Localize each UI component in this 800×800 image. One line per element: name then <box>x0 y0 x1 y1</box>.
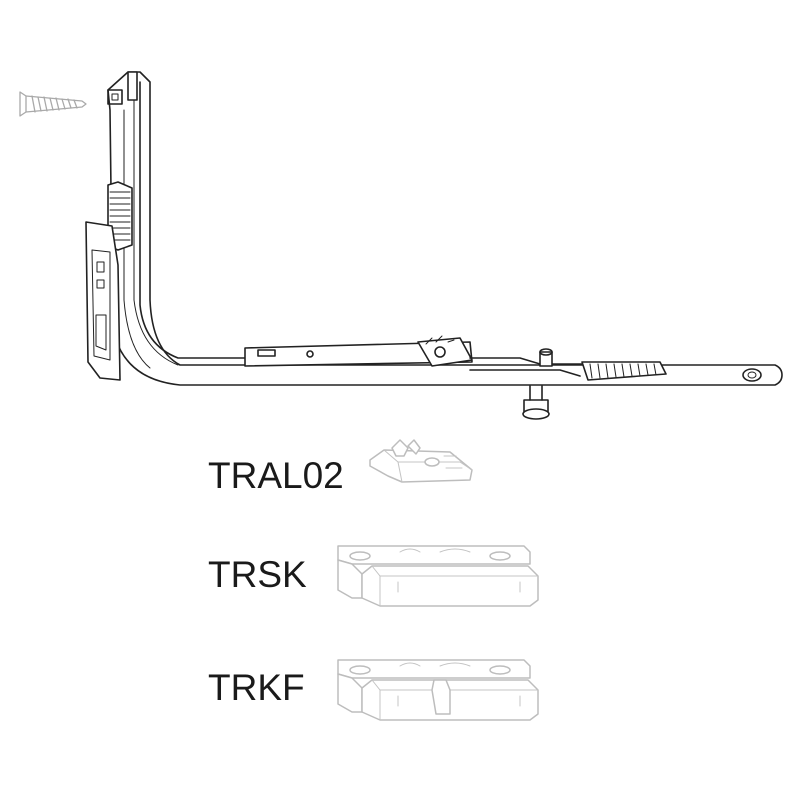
tral02-label: TRAL02 <box>208 455 344 496</box>
screw-icon <box>19 91 87 117</box>
trsk-label: TRSK <box>208 554 307 595</box>
corner-drive-icon <box>85 71 783 420</box>
tral02-part-icon <box>369 439 473 483</box>
trkf-part-icon <box>337 659 539 721</box>
trsk-part-icon <box>337 545 539 607</box>
trkf-label: TRKF <box>208 667 305 708</box>
